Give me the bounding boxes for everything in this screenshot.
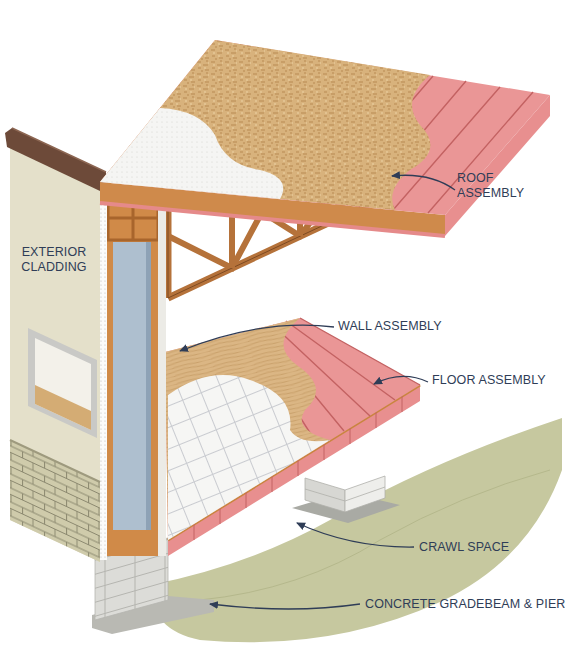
exterior-cladding-face	[10, 140, 100, 562]
cladding-coping	[5, 128, 106, 191]
roof-sheathing	[100, 40, 430, 210]
part-label: CRAWL SPACE	[419, 540, 509, 555]
part-label: FLOOR ASSEMBLY	[432, 373, 546, 388]
wall-drywall	[158, 196, 166, 556]
leader-arrow	[180, 325, 334, 351]
pier-joint	[305, 487, 385, 501]
concrete-pier	[292, 476, 400, 523]
floor-subfloor	[165, 318, 330, 540]
floor-insulation	[165, 318, 420, 540]
leader-arrow	[392, 175, 455, 190]
wall-stud	[106, 186, 162, 556]
part-label: ROOF ASSEMBLY	[457, 171, 537, 201]
window-interior-floor	[35, 385, 91, 430]
leader-arrow	[297, 523, 414, 547]
window-glass	[35, 338, 91, 430]
coping-highlight	[12, 128, 106, 172]
wall-sheathing-panel	[113, 242, 151, 530]
part-label: CONCRETE GRADEBEAM & PIER	[365, 597, 565, 612]
part-label: WALL ASSEMBLY	[338, 319, 442, 334]
leader-arrow	[374, 376, 428, 384]
house-wrap	[99, 184, 107, 560]
brick-veneer	[10, 440, 100, 562]
leader-arrow	[210, 604, 360, 609]
part-label: EXTERIOR CLADDING	[12, 245, 96, 275]
window-frame	[28, 328, 97, 438]
wall-panel-edge	[146, 242, 151, 530]
floor-tile	[168, 375, 330, 540]
roof-membrane	[100, 108, 283, 199]
brick-sill	[10, 440, 100, 482]
roof-insulation	[100, 40, 550, 215]
wall-section	[99, 184, 166, 560]
